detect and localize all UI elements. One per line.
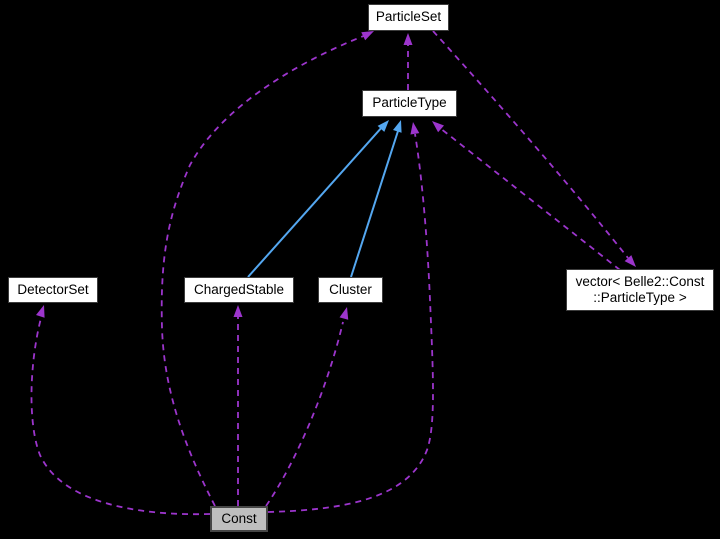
node-const-label: Const [221,510,257,526]
node-const: Const [210,506,268,532]
edge-const-to-particletype-arrowhead [410,122,420,135]
edge-particleset-to-vector-arrowhead [624,255,636,267]
edge-const-to-chargedstable-arrowhead [233,305,243,317]
edge-const-to-cluster-arrowhead [339,307,349,320]
node-particleset-label: ParticleSet [375,9,442,25]
edge-chargedstable-to-particletype [247,125,384,278]
node-particletype-label: ParticleType [372,95,447,111]
edge-cluster-to-particletype [350,130,399,278]
node-particletype[interactable]: ParticleType [362,90,457,117]
node-chargedstable-label: ChargedStable [193,281,285,297]
edge-const-to-particletype [267,133,434,513]
edge-const-to-detectorset [30,317,211,516]
node-particleset[interactable]: ParticleSet [368,4,449,31]
edge-particletype-to-particleset-arrowhead [403,33,413,45]
node-vector-particletype-label: vector< Belle2::Const ::ParticleType > [575,273,705,305]
edge-vector-to-particletype-arrowhead [432,121,445,133]
edge-cluster-to-particletype-arrowhead [393,120,402,133]
edge-const-to-cluster [265,321,344,507]
edge-const-to-particleset-arrowhead [361,31,374,41]
edge-const-to-particleset [160,34,367,507]
node-vector-particletype[interactable]: vector< Belle2::Const ::ParticleType > [566,269,714,311]
node-detectorset-label: DetectorSet [17,281,89,297]
edge-const-to-detectorset-arrowhead [36,305,45,318]
edge-chargedstable-to-particletype-arrowhead [377,120,389,132]
node-chargedstable[interactable]: ChargedStable [184,277,294,303]
edge-vector-to-particletype [439,127,621,271]
node-cluster-label: Cluster [329,281,372,297]
node-cluster[interactable]: Cluster [318,277,383,303]
node-detectorset[interactable]: DetectorSet [8,277,98,303]
